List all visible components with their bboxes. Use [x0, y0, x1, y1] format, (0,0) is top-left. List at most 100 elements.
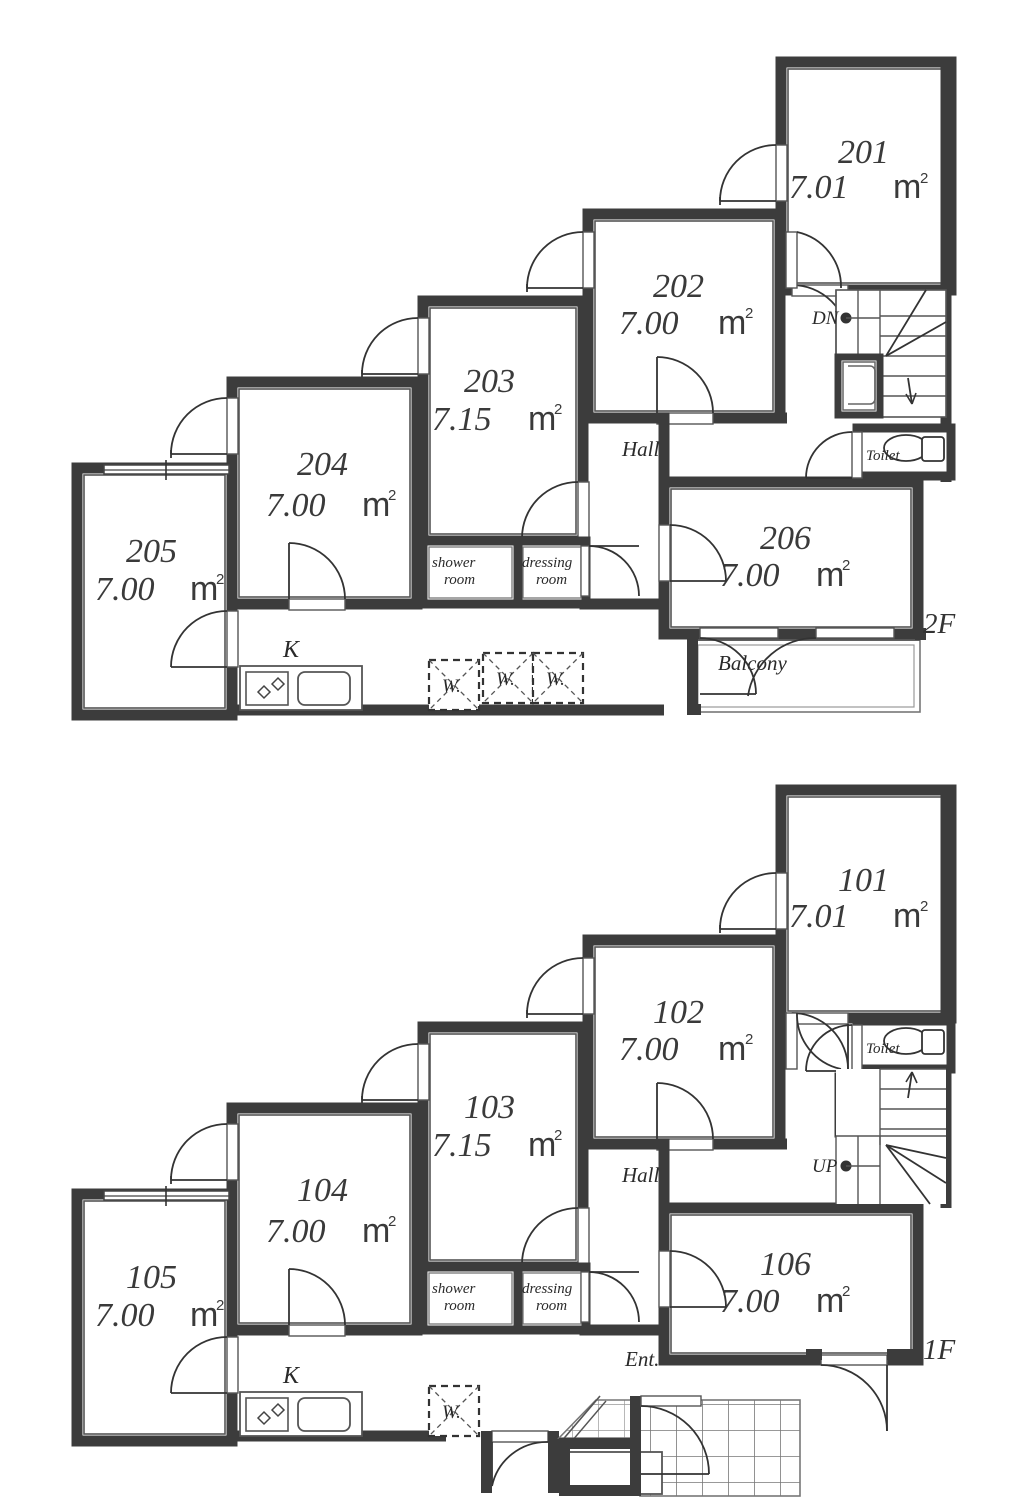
door-104-south[interactable] — [288, 1268, 346, 1337]
room-103[interactable]: 103 7.15 m 2 — [417, 1021, 589, 1273]
room-104[interactable]: 104 7.00 m 2 — [226, 1102, 423, 1336]
room-205-number: 205 — [126, 533, 177, 570]
door-toilet-2f[interactable] — [805, 431, 863, 479]
room-105[interactable]: 105 7.00 m 2 — [71, 1188, 238, 1447]
kitchen-1f[interactable]: K — [239, 1363, 363, 1437]
toilet-1f[interactable]: Toilet — [852, 1016, 956, 1074]
door-204-west[interactable] — [170, 397, 239, 458]
room-103-unit: m — [528, 1126, 556, 1164]
balcony-2f[interactable]: Balcony — [687, 627, 926, 715]
room-105-area: 7.00 — [95, 1297, 155, 1334]
dressing-room-1f[interactable]: dressing room — [513, 1262, 591, 1335]
room-106-unit: m — [816, 1282, 844, 1320]
room-204[interactable]: 204 7.00 m 2 — [226, 376, 423, 610]
shower-room-2f[interactable]: shower room — [418, 536, 523, 609]
washer-space-1f-1: W. — [427, 1384, 481, 1438]
room-105-unit: m — [190, 1296, 218, 1334]
door-hall-east-upper[interactable] — [785, 231, 842, 289]
entrance-floor-tiles — [639, 1399, 801, 1497]
room-206-unit-sup: 2 — [842, 557, 850, 574]
room-201-unit-sup: 2 — [920, 170, 928, 187]
room-102-unit: m — [718, 1030, 746, 1068]
room-104-number: 104 — [297, 1172, 348, 1209]
sink-1f — [297, 1397, 351, 1432]
room-106[interactable]: 106 7.00 m 2 — [658, 1202, 924, 1366]
door-dressing-2f[interactable] — [580, 545, 640, 597]
room-204-unit: m — [362, 486, 390, 524]
room-106-unit-sup: 2 — [842, 1283, 850, 1300]
floor-label-1f: 1F — [923, 1334, 956, 1366]
room-201[interactable]: 201 7.01 m 2 — [775, 56, 957, 296]
shower-room-1f[interactable]: shower room — [418, 1262, 523, 1335]
dressing-room-2f-label-2: room — [536, 572, 567, 588]
shower-room-1f-label-1: shower — [432, 1281, 476, 1297]
floor-plan-2f: 201 7.01 m 2 202 7.00 m 2 — [71, 56, 957, 721]
room-203-unit-sup: 2 — [554, 401, 562, 418]
door-201-west[interactable] — [719, 144, 788, 205]
door-102-west[interactable] — [526, 957, 595, 1018]
room-206-number: 206 — [760, 520, 811, 557]
floor-plan-1f: 101 7.01 m 2 102 7.00 m 2 — [71, 784, 957, 1497]
room-205[interactable]: 205 7.00 m 2 — [71, 462, 238, 721]
shower-room-1f-label-2: room — [444, 1298, 475, 1314]
door-204-south[interactable] — [288, 542, 346, 611]
room-205-area: 7.00 — [95, 571, 155, 608]
room-201-unit: m — [893, 168, 921, 206]
room-106-area: 7.00 — [720, 1283, 780, 1320]
washer-2f-label-1: W. — [442, 676, 461, 697]
room-102-unit-sup: 2 — [745, 1031, 753, 1048]
door-205-east[interactable] — [170, 610, 239, 668]
toilet-2f-label: Toilet — [866, 448, 900, 464]
door-hall-1f-east-upper[interactable] — [785, 1012, 842, 1070]
entrance-1f-label: Ent. — [624, 1347, 659, 1371]
stair-direction-1f-label: UP — [812, 1156, 838, 1177]
room-202-unit: m — [718, 304, 746, 342]
balcony-2f-label: Balcony — [718, 651, 787, 675]
window-205-north — [103, 460, 230, 480]
room-103-number: 103 — [464, 1089, 515, 1126]
room-202-unit-sup: 2 — [745, 305, 753, 322]
dressing-room-2f[interactable]: dressing room — [513, 536, 591, 609]
door-105-east[interactable] — [170, 1336, 239, 1394]
room-102[interactable]: 102 7.00 m 2 — [582, 934, 786, 1150]
room-102-area: 7.00 — [619, 1031, 679, 1068]
toilet-1f-label: Toilet — [866, 1041, 900, 1057]
room-203-unit: m — [528, 400, 556, 438]
door-corridor-1f-south[interactable] — [481, 1430, 560, 1493]
wash-basin-2f — [834, 353, 884, 419]
washer-space-2f-1: W. — [427, 658, 481, 712]
room-203[interactable]: 203 7.15 m 2 — [417, 295, 589, 547]
room-203-area: 7.15 — [432, 401, 492, 438]
door-103-west[interactable] — [361, 1043, 430, 1104]
room-202-area: 7.00 — [619, 305, 679, 342]
room-203-number: 203 — [464, 363, 515, 400]
door-dressing-1f[interactable] — [580, 1271, 640, 1323]
room-101-number: 101 — [838, 862, 889, 899]
door-202-west[interactable] — [526, 231, 595, 292]
stairs-1f: UP — [812, 1068, 947, 1205]
door-203-west[interactable] — [361, 317, 430, 378]
floor-label-2f: 2F — [923, 608, 956, 640]
room-204-area: 7.00 — [266, 487, 326, 524]
room-104-unit-sup: 2 — [388, 1213, 396, 1230]
room-104-unit: m — [362, 1212, 390, 1250]
room-202[interactable]: 202 7.00 m 2 — [582, 208, 786, 424]
toilet-2f[interactable]: Toilet — [852, 423, 956, 481]
door-101-west[interactable] — [719, 872, 788, 933]
door-106-west[interactable] — [658, 1250, 727, 1308]
room-201-area: 7.01 — [789, 169, 849, 206]
hall-1f-label: Hall — [621, 1163, 660, 1187]
kitchen-1f-label: K — [282, 1363, 301, 1389]
washer-1f-label-1: W. — [442, 1402, 461, 1423]
room-205-unit: m — [190, 570, 218, 608]
door-206-west[interactable] — [658, 524, 727, 582]
door-entrance-1f-east[interactable] — [806, 1349, 918, 1432]
stair-direction-2f-label: DN — [811, 308, 840, 329]
room-101[interactable]: 101 7.01 m 2 — [775, 784, 957, 1024]
entrance-1f[interactable]: Ent. — [557, 1347, 801, 1497]
door-104-west[interactable] — [170, 1123, 239, 1184]
kitchen-2f[interactable]: K — [239, 637, 363, 711]
room-206[interactable]: 206 7.00 m 2 — [658, 476, 924, 640]
room-105-unit-sup: 2 — [216, 1297, 224, 1314]
